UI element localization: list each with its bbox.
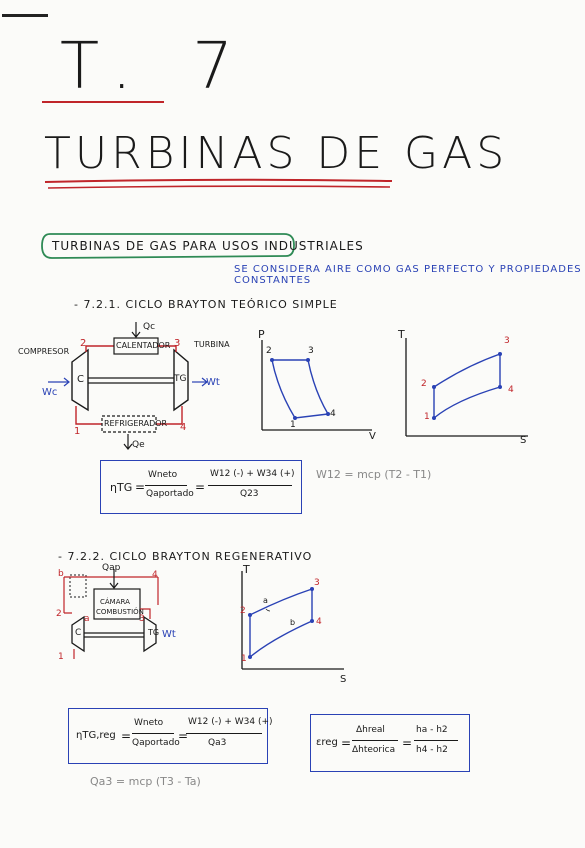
label-wt: Wt xyxy=(206,377,220,388)
ts1-point-4: 4 xyxy=(508,385,514,395)
eq1-frac2-den: Q23 xyxy=(240,489,259,499)
label-regen-tg: TG xyxy=(148,628,160,637)
label-camara: CÁMARA xyxy=(100,598,130,606)
eq1-equals-b: = xyxy=(195,480,206,494)
section-heading-2: - 7.2.2. CICLO BRAYTON REGENERATIVO xyxy=(58,550,313,563)
pv-point-1: 1 xyxy=(290,420,296,430)
ts2-point-a: a xyxy=(263,596,268,605)
eq1-lhs: ηTG xyxy=(110,481,133,494)
label-turbina: TURBINA xyxy=(194,340,230,349)
label-regen-wt: Wt xyxy=(162,629,176,640)
eq2-frac2-num: W12 (-) + W34 (+) xyxy=(188,717,273,727)
label-regen-c: C xyxy=(75,628,82,638)
eq1-frac1-num: Wneto xyxy=(148,470,178,480)
regen-point-2: 2 xyxy=(56,609,62,619)
eq2-frac1-bar xyxy=(132,733,174,734)
section-heading-1: - 7.2.1. CICLO BRAYTON TEÓRICO SIMPLE xyxy=(74,298,338,311)
schematic-point-4: 4 xyxy=(180,422,187,433)
regen-point-1: 1 xyxy=(58,652,64,662)
eq1-frac2-num: W12 (-) + W34 (+) xyxy=(210,469,295,479)
label-compresor: COMPRESOR xyxy=(18,347,70,356)
regen-point-b: b xyxy=(58,569,64,579)
schematic-point-3: 3 xyxy=(174,338,181,349)
work-note-1: W12 = mcp (T2 - T1) xyxy=(316,468,432,481)
regen-point-3: 3 xyxy=(139,614,145,624)
eq2-frac1-den: Qaportado xyxy=(132,738,180,748)
margin-mark xyxy=(2,14,48,17)
eq3-frac1-den: Δhteorica xyxy=(352,745,396,755)
label-qap: Qap xyxy=(102,563,121,573)
eq2-lhs: ηTG,reg xyxy=(76,730,116,741)
pv-diagram xyxy=(261,340,372,431)
eq2-frac2-bar xyxy=(186,733,262,734)
label-turbine-tg: TG xyxy=(174,374,187,384)
subtitle-bubble xyxy=(41,233,295,259)
schematic-point-2: 2 xyxy=(80,338,87,349)
ts1-point-1: 1 xyxy=(424,412,430,422)
eq2-equals-b: = xyxy=(178,729,189,743)
efficiency-equation-box xyxy=(100,460,302,514)
regen-efficiency-box xyxy=(68,708,268,764)
eq3-frac2-den: h4 - h2 xyxy=(416,745,448,755)
eq3-frac1-num: Δhreal xyxy=(356,725,385,735)
heat-note-2: Qa3 = mcp (T3 - Ta) xyxy=(90,775,201,788)
chapter-underline xyxy=(42,101,164,103)
eq3-frac2-bar xyxy=(414,740,458,741)
eq1-frac1-bar xyxy=(145,485,187,486)
chapter-title: T. 7 xyxy=(60,30,253,104)
pv-point-2: 2 xyxy=(266,346,272,356)
ts2-point-2: 2 xyxy=(240,606,246,616)
subtitle: TURBINAS DE GAS PARA USOS INDUSTRIALES xyxy=(52,239,364,253)
label-combustion: COMBUSTIÓN xyxy=(96,608,144,616)
ts1-axis-s: S xyxy=(520,435,527,446)
ts2-point-b: b xyxy=(290,618,296,627)
eq2-frac2-den: Qa3 xyxy=(208,738,227,748)
label-calentador: CALENTADOR xyxy=(116,341,171,350)
pv-axis-p: P xyxy=(258,328,265,341)
ts-diagram-regen xyxy=(241,571,344,670)
eq3-frac2-num: ha - h2 xyxy=(416,725,448,735)
ts1-point-3: 3 xyxy=(504,336,510,346)
ts1-point-2: 2 xyxy=(421,379,427,389)
regen-point-a: a xyxy=(84,614,90,624)
brayton-regen-schematic xyxy=(63,569,159,659)
ts1-axis-t: T xyxy=(398,328,405,341)
regenerator-effectiveness-box xyxy=(310,714,470,772)
schematic-point-1: 1 xyxy=(74,426,81,437)
eq3-lhs: εreg xyxy=(316,737,338,748)
ts-diagram-simple xyxy=(405,338,528,437)
label-refrigerador: REFRIGERADOR xyxy=(104,419,168,428)
eq1-frac1-den: Qaportado xyxy=(146,489,194,499)
eq3-equals-b: = xyxy=(402,736,413,750)
page-title: TURBINAS DE GAS xyxy=(44,128,509,179)
pv-axis-v: V xyxy=(369,431,376,442)
eq3-equals-a: = xyxy=(341,736,352,750)
regen-point-4: 4 xyxy=(152,570,158,580)
eq1-equals-a: = xyxy=(135,480,146,494)
ts2-point-3: 3 xyxy=(314,578,320,588)
title-underline xyxy=(44,178,393,189)
eq2-equals-a: = xyxy=(121,729,132,743)
brayton-simple-schematic xyxy=(48,322,208,450)
label-compressor-c: C xyxy=(77,374,84,385)
ts2-point-4: 4 xyxy=(316,617,322,627)
label-qc: Qc xyxy=(143,322,156,332)
pv-point-4: 4 xyxy=(330,409,336,419)
ts2-point-1: 1 xyxy=(241,654,247,664)
ts2-axis-s: S xyxy=(340,674,347,685)
eq1-frac2-bar xyxy=(208,485,292,486)
ts2-axis-t: T xyxy=(243,563,250,576)
eq2-frac1-num: Wneto xyxy=(134,718,164,728)
assumption-note: SE CONSIDERA AIRE COMO GAS PERFECTO Y PR… xyxy=(234,264,582,286)
label-wc: Wc xyxy=(42,387,58,398)
pv-point-3: 3 xyxy=(308,346,314,356)
eq3-frac1-bar xyxy=(352,740,398,741)
label-qe: Qe xyxy=(132,440,145,450)
